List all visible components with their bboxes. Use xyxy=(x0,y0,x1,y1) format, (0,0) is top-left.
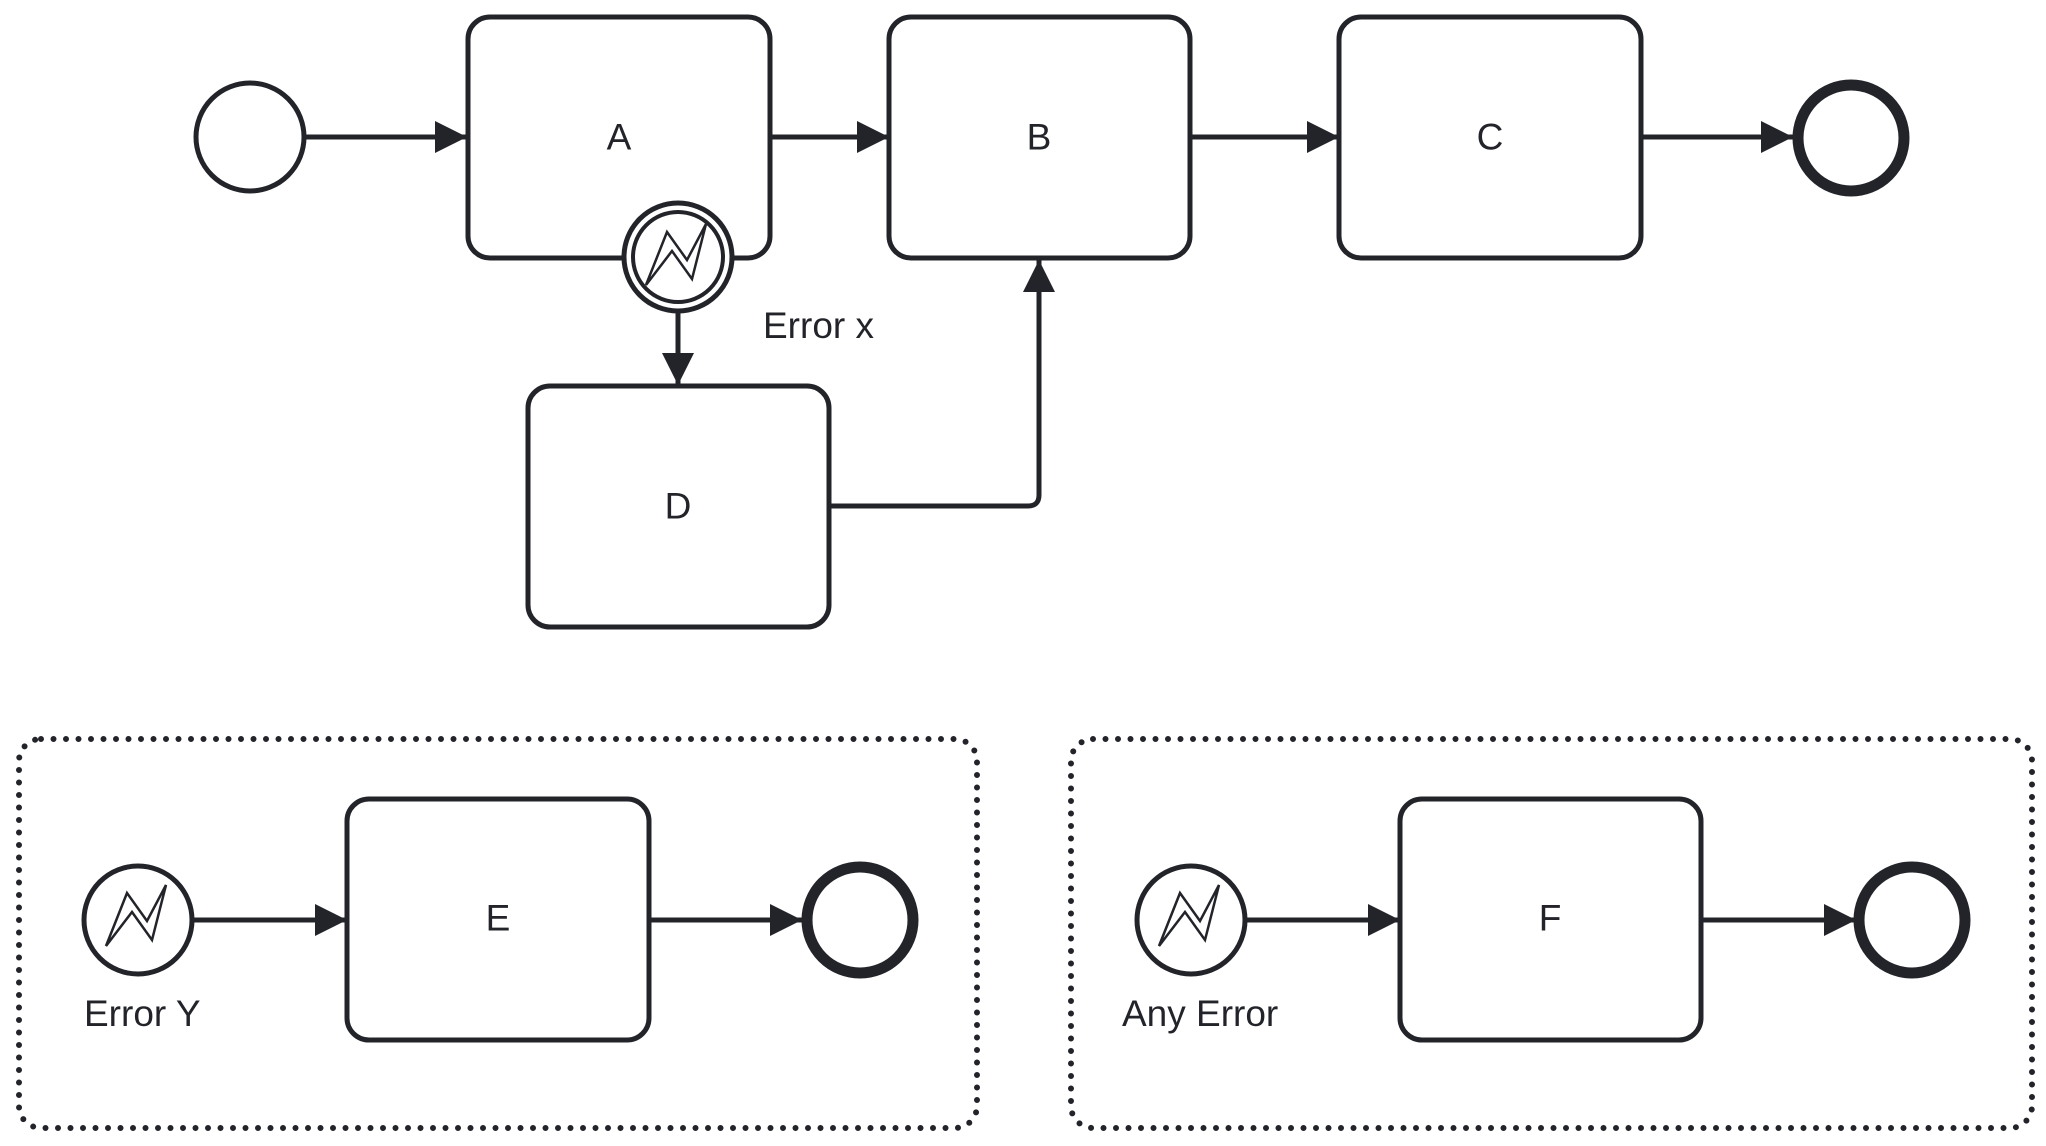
task-b-label: B xyxy=(1027,117,1052,158)
task-c[interactable]: C xyxy=(1336,14,1644,261)
lightning-bolt-error-icon xyxy=(644,223,708,286)
task-d[interactable]: D xyxy=(525,383,832,630)
lightning-bolt-error-icon xyxy=(104,884,168,947)
error-y-start-event[interactable] xyxy=(81,863,195,977)
any-error-label: Any Error xyxy=(1122,993,1278,1034)
end-event[interactable] xyxy=(1792,79,1910,197)
task-f-label: F xyxy=(1539,898,1562,939)
boundary-error-label: Error x xyxy=(763,305,875,346)
task-e[interactable]: E xyxy=(344,796,652,1043)
task-a-label: A xyxy=(607,117,632,158)
lightning-bolt-error-icon xyxy=(1157,884,1221,947)
event-subprocess-any-error: Any Error F xyxy=(1068,736,2035,1131)
main-process: A B C Error x D xyxy=(193,14,1910,630)
task-f[interactable]: F xyxy=(1397,796,1704,1043)
task-c-label: C xyxy=(1477,117,1504,158)
flow-d-to-b[interactable] xyxy=(829,260,1056,509)
boundary-error-event[interactable] xyxy=(621,200,735,314)
event-subprocess-error-y: Error Y E xyxy=(16,736,980,1131)
error-y-label: Error Y xyxy=(84,993,201,1034)
event-subprocess-error-y-border xyxy=(16,736,980,1131)
task-e-label: E xyxy=(486,898,511,939)
error-y-end-event[interactable] xyxy=(801,861,919,979)
event-subprocess-any-error-border xyxy=(1068,736,2035,1131)
task-d-label: D xyxy=(665,486,692,527)
task-b[interactable]: B xyxy=(886,14,1193,261)
start-event[interactable] xyxy=(193,80,307,194)
any-error-start-event[interactable] xyxy=(1134,863,1248,977)
task-a[interactable]: A xyxy=(465,14,773,261)
any-error-end-event[interactable] xyxy=(1853,861,1971,979)
